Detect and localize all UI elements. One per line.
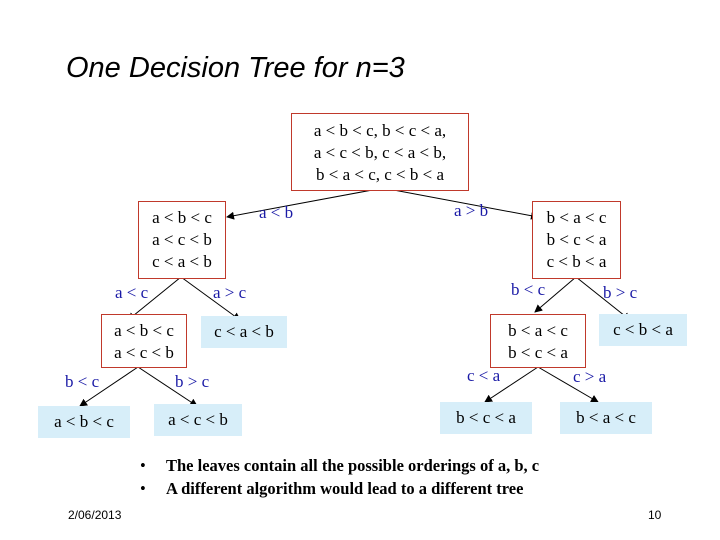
leaf-a-c-b: a < c < b (154, 404, 242, 436)
bullet-text-1: The leaves contain all the possible orde… (166, 456, 540, 475)
edge-label-root-left: a < b (259, 203, 294, 222)
bullet-item: • The leaves contain all the possible or… (140, 456, 539, 479)
left-left-node: a < b < c a < c < b (101, 314, 187, 368)
leaf-a-b-c: a < b < c (38, 406, 130, 438)
left-left-line-1: a < b < c (114, 321, 174, 340)
bullet-text-2: A different algorithm would lead to a di… (166, 479, 524, 498)
bullet-list: • The leaves contain all the possible or… (140, 456, 539, 502)
edge-root-right (382, 187, 539, 220)
right-node: b < a < c b < c < a c < b < a (532, 201, 621, 279)
bullet-item: • A different algorithm would lead to a … (140, 479, 539, 502)
leaf-b-a-c-text: b < a < c (576, 408, 636, 427)
leaf-c-b-a: c < b < a (599, 314, 687, 346)
edge-label-ll-left: b < c (65, 372, 100, 391)
leaf-b-c-a-text: b < c < a (456, 408, 516, 427)
edge-label-ll-right: b > c (175, 372, 210, 391)
footer-date: 2/06/2013 (68, 508, 122, 522)
edge-ll-left (79, 366, 139, 407)
page-number: 10 (648, 508, 662, 522)
right-left-line-2: b < c < a (508, 343, 568, 362)
edge-rl-left (484, 366, 539, 403)
edge-ll-right (137, 366, 198, 407)
left-line-1: a < b < c (152, 208, 212, 227)
edge-label-left-right: a > c (213, 283, 247, 302)
edge-label-root-right: a > b (454, 201, 489, 220)
edge-label-right-right: b > c (603, 283, 638, 302)
leaf-a-c-b-text: a < c < b (168, 410, 228, 429)
leaf-b-a-c: b < a < c (560, 402, 652, 434)
edge-left-left (127, 276, 182, 321)
root-line-1: a < b < c, b < c < a, (313, 121, 447, 140)
leaf-c-b-a-text: c < b < a (613, 320, 673, 339)
edge-left-right (180, 276, 241, 321)
leaf-c-a-b-text: c < a < b (214, 322, 274, 341)
edge-label-rl-right: c > a (573, 367, 607, 386)
root-line-3: b < a < c, c < b < a (315, 165, 445, 184)
left-line-3: c < a < b (152, 252, 212, 271)
slide-title: One Decision Tree for n=3 (66, 52, 405, 84)
bullet-dot-icon: • (140, 456, 146, 475)
edge-right-right (575, 276, 631, 321)
edge-label-rl-left: c < a (467, 366, 501, 385)
edge-root-left (226, 187, 384, 220)
right-line-1: b < a < c (546, 208, 607, 227)
root-line-2: a < c < b, c < a < b, (313, 143, 447, 162)
root-node: a < b < c, b < c < a, a < c < b, c < a <… (291, 113, 469, 191)
edge-right-left (534, 276, 577, 313)
right-left-line-1: b < a < c (508, 321, 568, 340)
left-line-2: a < c < b (152, 230, 212, 249)
right-line-3: c < b < a (546, 252, 607, 271)
edge-label-right-left: b < c (511, 280, 546, 299)
leaf-a-b-c-text: a < b < c (54, 412, 114, 431)
left-left-line-2: a < c < b (114, 343, 174, 362)
left-node: a < b < c a < c < b c < a < b (138, 201, 226, 279)
bullet-dot-icon: • (140, 479, 146, 498)
leaf-b-c-a: b < c < a (440, 402, 532, 434)
right-line-2: b < c < a (546, 230, 607, 249)
edge-label-left-left: a < c (115, 283, 149, 302)
right-left-node: b < a < c b < c < a (490, 314, 586, 368)
edge-rl-right (537, 366, 599, 403)
leaf-c-a-b: c < a < b (201, 316, 287, 348)
